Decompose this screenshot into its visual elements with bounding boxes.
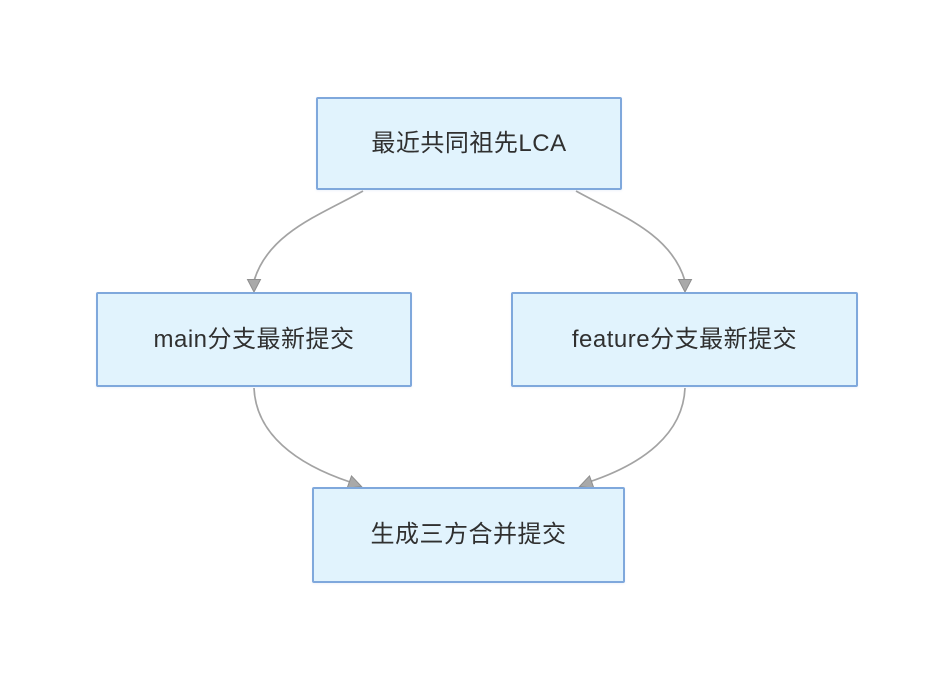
edge-lca-to-feature [575, 190, 686, 282]
node-lca-label: 最近共同祖先LCA [371, 129, 567, 157]
node-feature-branch-label: feature分支最新提交 [571, 325, 798, 353]
node-main-branch: main分支最新提交 [96, 292, 412, 387]
arrowhead-lca-to-feature [677, 279, 693, 294]
node-lca: 最近共同祖先LCA [316, 97, 622, 190]
edge-main-to-merge [253, 387, 351, 483]
node-feature-branch: feature分支最新提交 [511, 292, 858, 387]
node-merge-commit: 生成三方合并提交 [312, 487, 625, 583]
arrowhead-lca-to-main [246, 279, 262, 294]
edge-lca-to-main [253, 190, 364, 282]
node-main-branch-label: main分支最新提交 [153, 325, 355, 353]
node-merge-commit-label: 生成三方合并提交 [370, 521, 567, 549]
edge-feature-to-merge [588, 387, 686, 483]
